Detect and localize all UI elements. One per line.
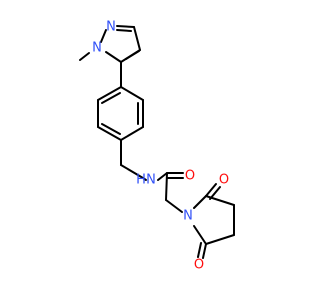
bond-co-ch2 [165,172,168,201]
atom-label-amide-o: O [185,169,195,184]
bond-c2-o-top-a [205,183,217,197]
bond-n-c2 [193,195,207,209]
bond-n1-c5 [105,51,122,63]
bond-ar6-ar1-inner [101,92,121,104]
bond-c3-n2-inner [116,29,132,32]
atom-label-amide-n: N [146,173,156,188]
structure-diagram: N N N H O N O O [79,20,235,273]
atom-label-imide-o-bottom: O [194,258,204,273]
bond-ar4-ar5 [97,126,122,141]
bond-c2-o-top-b [209,186,221,200]
bond-c5-o-bottom-b [197,242,202,258]
bond-c5-n [193,225,207,245]
bond-ch2-nimide [165,199,183,213]
bond-c4-c5 [205,234,235,245]
atom-label-imide-o-top: O [219,173,229,188]
atom-label-amide-h: H [136,173,146,188]
atom-label-imide-n: N [183,209,193,224]
bond-c3-n2 [116,25,135,28]
bond-methyl-n1 [79,52,90,61]
bond-n2-n1 [100,29,107,43]
molecule-canvas: N N N H O N O O [79,20,235,273]
bond-c5-c4-inner [125,50,140,60]
bond-c4-c3 [133,26,141,51]
atom-label-pyrazole-n1: N [92,41,102,56]
bond-ar4-ar5-inner [101,123,121,135]
bond-nh-co [157,172,168,181]
bond-ar3-ar4 [120,126,144,141]
bond-ch2-nh [142,177,147,181]
bond-ar1-ar2 [120,86,144,101]
bond-c5-o-bottom-a [202,243,207,259]
bond-ar6-ar1 [97,86,122,101]
atom-label-pyrazole-n2: N [106,20,116,35]
bond-ch2-ch2 [120,164,144,179]
